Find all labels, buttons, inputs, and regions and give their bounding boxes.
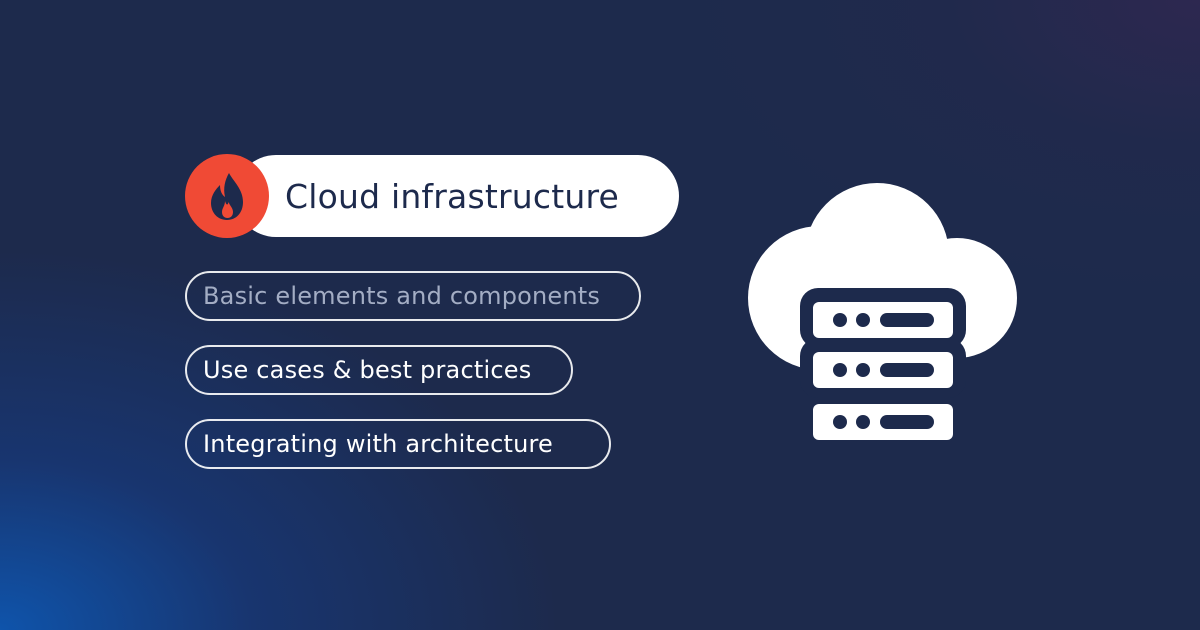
brand-badge [185, 154, 269, 238]
topic-label: Basic elements and components [203, 282, 601, 310]
topic-pill-use-cases: Use cases & best practices [185, 345, 573, 395]
cloud-server-icon [748, 183, 1017, 440]
topic-pill-architecture: Integrating with architecture [185, 419, 611, 469]
topic-pill-basic-elements: Basic elements and components [185, 271, 641, 321]
headline-pill: Cloud infrastructure [235, 155, 679, 237]
headline-title: Cloud infrastructure [285, 176, 619, 216]
cloud-server-illustration [740, 180, 1030, 450]
topic-label: Use cases & best practices [203, 356, 532, 384]
flame-icon [211, 173, 243, 220]
topic-label: Integrating with architecture [203, 430, 553, 458]
